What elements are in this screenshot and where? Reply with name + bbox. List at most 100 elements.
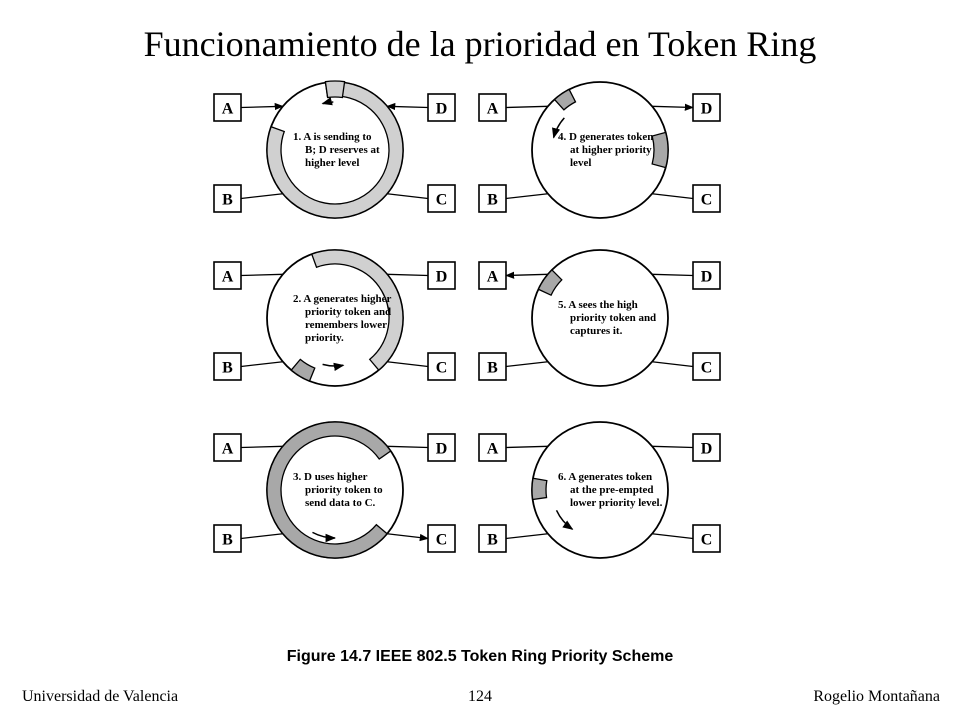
station-link-a	[240, 273, 283, 277]
station-box-d	[427, 433, 456, 462]
slide-title: Funcionamiento de la prioridad en Token …	[143, 24, 817, 64]
station-box-d	[692, 93, 721, 122]
ring-circle	[531, 249, 669, 387]
high-priority-token	[651, 131, 669, 169]
token-segment-a	[553, 88, 577, 111]
data-frame-band	[266, 421, 392, 559]
station-link-b	[505, 533, 548, 540]
station-box-a	[478, 261, 507, 290]
station-link-a	[240, 445, 283, 449]
station-link-b	[240, 533, 283, 540]
page-number: 124	[468, 688, 492, 705]
station-link-c	[652, 533, 694, 540]
priority-token-band	[310, 249, 404, 372]
station-box-c	[692, 352, 721, 381]
station-link-c	[387, 533, 429, 542]
step-description-line: B; D reserves at	[305, 144, 380, 156]
station-link-b	[505, 361, 548, 368]
station-box-d	[692, 261, 721, 290]
ring-direction-arrow	[555, 509, 574, 530]
station-box-b	[478, 524, 507, 553]
station-box-a	[213, 261, 242, 290]
ring-panel-1: A B C D 1. A is sending toB; D reserves athi…	[213, 80, 456, 219]
station-label: D	[701, 101, 713, 118]
station-box-c	[692, 524, 721, 553]
step-description-line: 5. A sees the high	[558, 299, 638, 311]
step-description-line: 3. D uses higher	[293, 471, 368, 483]
station-label: D	[701, 269, 713, 286]
step-description-line: at higher priority	[570, 144, 652, 156]
station-label: B	[487, 360, 498, 377]
lower-priority-token	[290, 358, 316, 382]
station-link-c	[652, 193, 694, 200]
station-label: A	[222, 441, 234, 458]
station-link-a	[240, 102, 284, 111]
station-box-d	[427, 93, 456, 122]
station-label: A	[222, 101, 234, 118]
station-box-c	[427, 524, 456, 553]
station-box-a	[478, 433, 507, 462]
station-label: D	[436, 269, 448, 286]
step-description-line: captures it.	[570, 325, 623, 337]
station-link-d	[652, 445, 694, 449]
step-description-line: higher level	[305, 157, 359, 169]
station-box-b	[213, 524, 242, 553]
station-box-a	[213, 93, 242, 122]
station-link-c	[387, 361, 429, 368]
data-frame-band	[266, 81, 404, 219]
station-box-c	[427, 352, 456, 381]
step-description-line: priority.	[305, 332, 344, 344]
station-link-c	[387, 193, 429, 200]
step-description-line: 2. A generates higher	[293, 293, 391, 305]
ring-direction-arrow	[322, 362, 345, 372]
step-description-line: level	[570, 157, 591, 169]
figure-caption: Figure 14.7 IEEE 802.5 Token Ring Priori…	[286, 648, 674, 665]
station-label: B	[222, 192, 233, 209]
footer-university: Universidad de Valencia	[22, 688, 179, 705]
station-link-d	[652, 273, 694, 277]
station-label: C	[701, 532, 713, 549]
station-link-d	[387, 445, 429, 449]
station-label: D	[701, 441, 713, 458]
step-description-line: 1. A is sending to	[293, 131, 372, 143]
station-label: C	[436, 532, 448, 549]
station-link-b	[240, 193, 283, 200]
step-description-line: lower priority level.	[570, 497, 663, 509]
station-link-d	[386, 102, 429, 111]
ring-direction-arrow	[312, 531, 337, 543]
station-label: D	[436, 101, 448, 118]
station-link-a	[505, 105, 548, 109]
station-label: C	[436, 192, 448, 209]
reservation-marker	[324, 80, 346, 99]
ring-direction-arrow	[321, 97, 334, 106]
station-label: B	[222, 360, 233, 377]
station-box-b	[213, 352, 242, 381]
step-description-line: remembers lower	[305, 319, 387, 331]
station-box-a	[213, 433, 242, 462]
step-description-line: priority token to	[305, 484, 383, 496]
station-label: A	[487, 101, 499, 118]
lower-priority-token	[531, 477, 548, 501]
station-label: C	[436, 360, 448, 377]
step-description-line: send data to C.	[305, 497, 376, 509]
step-description-line: at the pre-empted	[570, 484, 654, 496]
station-link-b	[505, 193, 548, 200]
station-box-c	[427, 184, 456, 213]
station-label: A	[222, 269, 234, 286]
station-box-b	[213, 184, 242, 213]
station-label: B	[487, 192, 498, 209]
station-link-d	[652, 103, 694, 111]
station-link-a	[505, 271, 548, 279]
station-label: D	[436, 441, 448, 458]
station-box-b	[478, 352, 507, 381]
station-box-c	[692, 184, 721, 213]
station-label: B	[487, 532, 498, 549]
footer-author: Rogelio Montañana	[813, 688, 940, 705]
station-label: B	[222, 532, 233, 549]
station-link-b	[240, 361, 283, 368]
station-link-c	[652, 361, 694, 368]
